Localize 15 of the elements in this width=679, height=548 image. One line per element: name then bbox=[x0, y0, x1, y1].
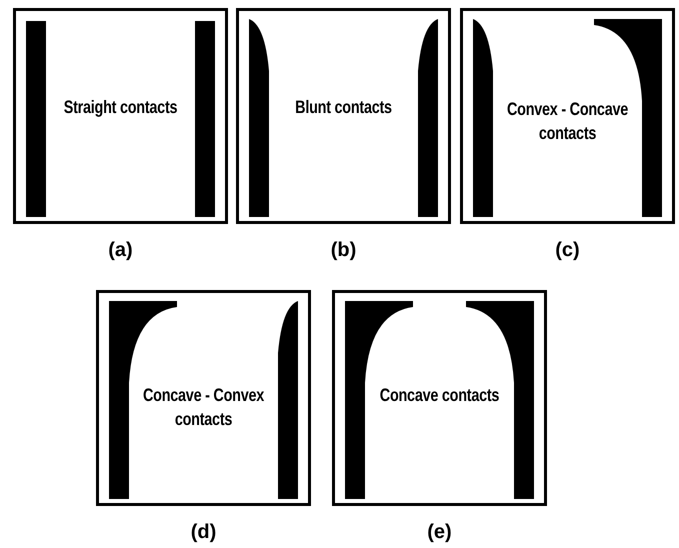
contact-label: Concave contacts bbox=[378, 384, 500, 407]
contact-panel bbox=[460, 8, 675, 224]
contact-label: Blunt contacts bbox=[294, 96, 393, 119]
contact-label: Convex - Concave contacts bbox=[506, 98, 629, 145]
panel-caption: (c) bbox=[554, 239, 581, 262]
contact-label: Straight contacts bbox=[62, 96, 178, 119]
contact-panel bbox=[236, 8, 451, 224]
panel-caption: (e) bbox=[426, 521, 453, 544]
contact-panel bbox=[13, 8, 228, 224]
panel-caption: (b) bbox=[330, 239, 358, 262]
contact-panel bbox=[96, 290, 311, 506]
panel-caption: (d) bbox=[190, 521, 218, 544]
panel-caption: (a) bbox=[107, 239, 134, 262]
contact-panel bbox=[332, 290, 547, 506]
contact-label: Concave - Convex contacts bbox=[142, 384, 265, 431]
